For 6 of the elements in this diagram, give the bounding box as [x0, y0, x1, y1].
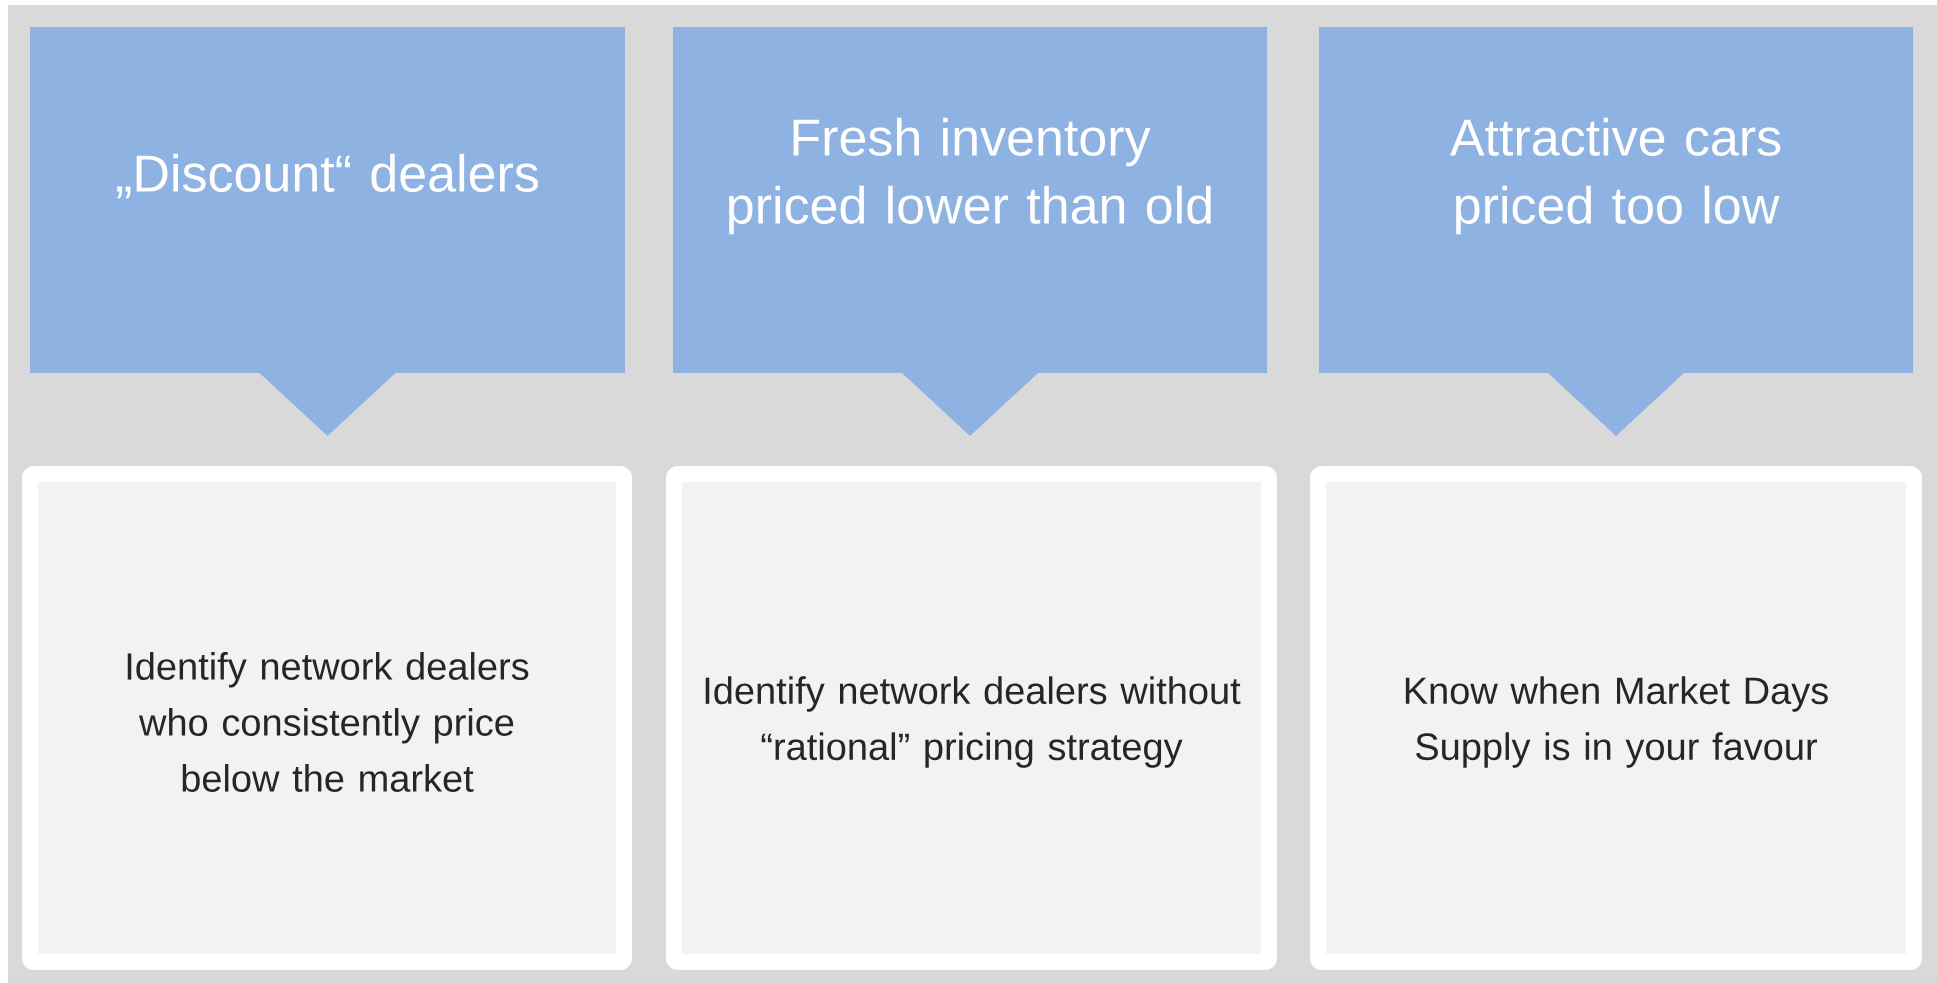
callout-box: Attractive cars priced too low	[1319, 27, 1914, 436]
text-card: Know when Market Days Supply is in your favour	[1310, 466, 1923, 970]
callout-box: „Discount“ dealers	[30, 27, 625, 436]
text-card: Identify network dealers without “rational” pricing strategy	[666, 466, 1277, 970]
text-card: Identify network dealers who consistently price below the market	[22, 466, 632, 970]
callout-box: Fresh inventory priced lower than old	[673, 27, 1267, 436]
